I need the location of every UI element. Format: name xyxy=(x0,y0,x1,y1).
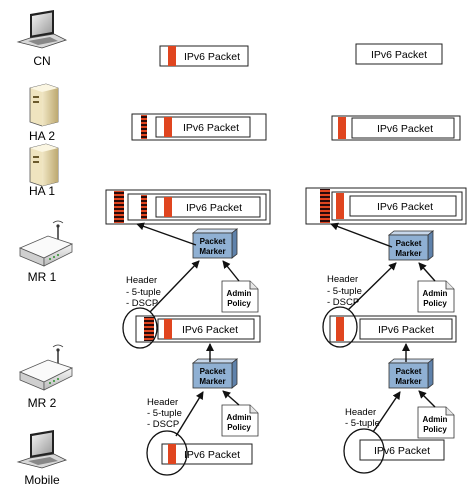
svg-text:Marker: Marker xyxy=(199,377,225,386)
svg-text:- 5-tuple: - 5-tuple xyxy=(147,408,182,419)
svg-text:Admin: Admin xyxy=(423,415,448,424)
packet-marker-left-upper: Packet Marker xyxy=(191,228,239,259)
packet-right-cn: IPv6 Packet xyxy=(355,43,443,65)
svg-text:- 5-tuple: - 5-tuple xyxy=(345,418,380,429)
cn-laptop-icon xyxy=(16,10,68,49)
svg-text:Marker: Marker xyxy=(199,247,225,256)
admin-policy-right-upper: Admin Policy xyxy=(417,280,455,313)
svg-text:IPv6 Packet: IPv6 Packet xyxy=(184,51,240,63)
svg-text:Admin: Admin xyxy=(423,289,448,298)
packet-left-ha2: IPv6 Packet xyxy=(131,113,267,141)
header-annotation-left-upper: Header - 5-tuple - DSCP xyxy=(126,275,161,309)
svg-text:Policy: Policy xyxy=(227,423,251,432)
svg-text:Marker: Marker xyxy=(395,377,421,386)
svg-text:Header: Header xyxy=(345,407,376,418)
svg-text:Packet: Packet xyxy=(200,237,226,246)
packet-marker-right-lower: Packet Marker xyxy=(387,358,435,389)
ha2-server-icon xyxy=(29,83,59,127)
packet-right-mr1: IPv6 Packet xyxy=(329,315,457,343)
svg-text:IPv6 Packet: IPv6 Packet xyxy=(183,122,239,134)
admin-policy-left-lower: Admin Policy xyxy=(221,404,259,437)
packet-marker-left-lower: Packet Marker xyxy=(191,358,239,389)
packet-right-ha1: IPv6 Packet xyxy=(305,187,467,225)
header-circle-left-lower xyxy=(146,430,188,476)
admin-policy-left-upper: Admin Policy xyxy=(221,280,259,313)
node-label-mr1: MR 1 xyxy=(28,270,57,284)
svg-text:Packet: Packet xyxy=(396,239,422,248)
svg-text:Header: Header xyxy=(147,397,178,408)
header-circle-left-upper xyxy=(122,307,158,349)
packet-right-ha2: IPv6 Packet xyxy=(331,115,461,141)
svg-text:Marker: Marker xyxy=(395,249,421,258)
svg-text:Header: Header xyxy=(327,274,358,285)
svg-text:- 5-tuple: - 5-tuple xyxy=(126,287,161,298)
svg-text:Policy: Policy xyxy=(423,299,447,308)
mr1-router-icon xyxy=(18,220,74,267)
svg-text:IPv6 Packet: IPv6 Packet xyxy=(184,449,240,461)
svg-text:IPv6 Packet: IPv6 Packet xyxy=(186,202,242,214)
svg-text:- DSCP: - DSCP xyxy=(126,298,158,309)
node-label-mr2: MR 2 xyxy=(28,396,57,410)
mobile-laptop-icon xyxy=(16,430,68,469)
node-label-mobile: Mobile xyxy=(24,473,60,487)
ha1-server-icon xyxy=(29,143,59,187)
packet-left-ha1: IPv6 Packet xyxy=(105,189,271,225)
svg-text:Policy: Policy xyxy=(227,299,251,308)
header-annotation-right-upper: Header - 5-tuple - DSCP xyxy=(327,274,362,308)
svg-text:IPv6 Packet: IPv6 Packet xyxy=(374,445,430,457)
admin-policy-right-lower: Admin Policy xyxy=(417,406,455,439)
svg-text:- DSCP: - DSCP xyxy=(147,419,179,430)
flow-arrows-left xyxy=(136,222,240,437)
mr2-router-icon xyxy=(18,344,74,391)
svg-text:Admin: Admin xyxy=(227,289,252,298)
svg-text:Admin: Admin xyxy=(227,413,252,422)
packet-left-cn: IPv6 Packet xyxy=(159,45,249,67)
svg-text:Header: Header xyxy=(126,275,157,286)
flow-arrows-right xyxy=(330,222,436,433)
svg-text:IPv6 Packet: IPv6 Packet xyxy=(378,324,434,336)
header-circle-right-upper xyxy=(322,306,358,348)
header-circle-right-lower xyxy=(343,428,385,474)
svg-text:- DSCP: - DSCP xyxy=(327,297,359,308)
svg-text:Packet: Packet xyxy=(396,367,422,376)
svg-text:IPv6 Packet: IPv6 Packet xyxy=(182,324,238,336)
svg-text:IPv6 Packet: IPv6 Packet xyxy=(371,49,427,61)
node-label-ha2: HA 2 xyxy=(29,129,55,143)
packet-left-mobile: IPv6 Packet xyxy=(161,443,253,465)
svg-text:- 5-tuple: - 5-tuple xyxy=(327,286,362,297)
header-annotation-left-lower: Header - 5-tuple - DSCP xyxy=(147,397,182,430)
svg-text:Policy: Policy xyxy=(423,425,447,434)
svg-text:IPv6 Packet: IPv6 Packet xyxy=(377,123,433,135)
packet-right-mobile: IPv6 Packet xyxy=(359,439,445,461)
node-label-cn: CN xyxy=(33,54,50,68)
svg-text:IPv6 Packet: IPv6 Packet xyxy=(377,201,433,213)
packet-marker-right-upper: Packet Marker xyxy=(387,230,435,261)
svg-text:Packet: Packet xyxy=(200,367,226,376)
node-label-ha1: HA 1 xyxy=(29,184,55,198)
header-annotation-right-lower: Header - 5-tuple xyxy=(345,407,380,429)
